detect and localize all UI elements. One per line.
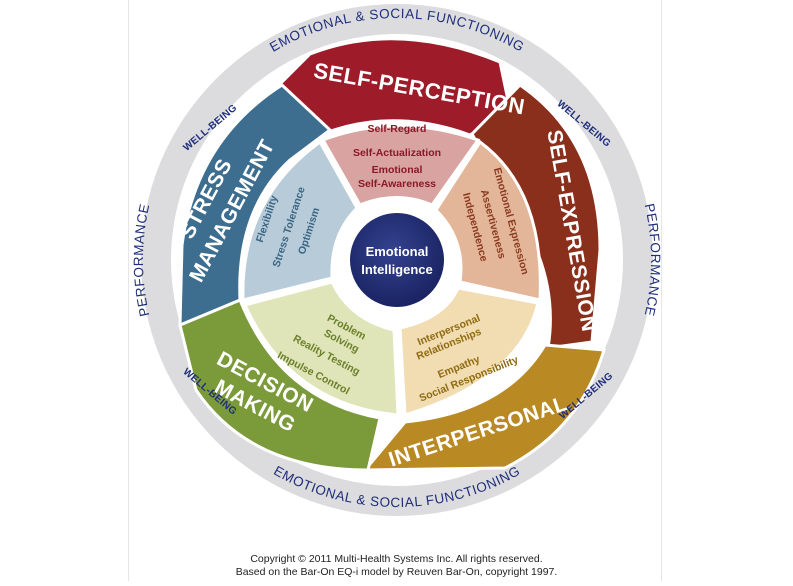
segment-decision-making [178,298,382,472]
inner-interpersonal [398,286,540,417]
item-self-regard: Self-Regard [368,123,427,135]
segment-self-perception [277,37,512,137]
center-line2: Intelligence [361,262,433,277]
ring-right-label: PERFORMANCE [642,202,663,318]
item-emotional: Emotional [372,164,423,176]
frame-right-border [661,0,662,581]
inner-stress-management [241,139,359,302]
copyright-line-2: Based on the Bar-On EQ-i model by Reuven… [235,566,558,578]
center-circle [350,213,444,307]
inner-self-perception [320,124,481,207]
inner-decision-making [242,280,400,417]
ring-left-label: PERFORMANCE [131,202,152,318]
item-self-awareness: Self-Awareness [358,178,436,190]
item-self-actualization: Self-Actualization [353,147,441,159]
copyright-line-1: Copyright © 2011 Multi-Health Systems In… [250,553,543,565]
inner-self-expression [434,139,542,302]
segment-stress-management [178,83,333,328]
frame-left-border [128,0,129,581]
center-line1: Emotional [366,244,429,259]
